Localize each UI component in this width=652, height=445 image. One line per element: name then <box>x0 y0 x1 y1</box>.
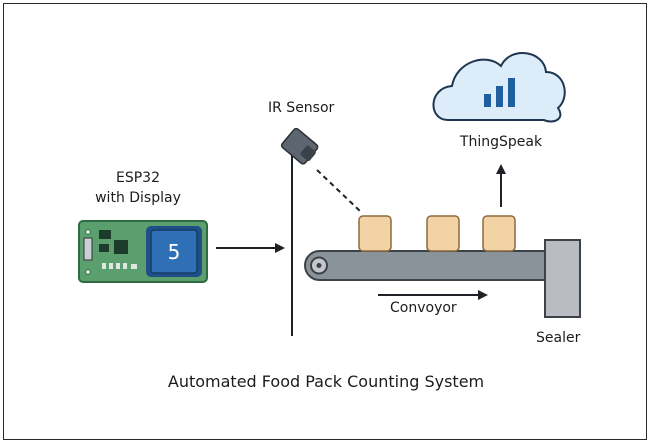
esp32-display-value: 5 <box>167 240 181 264</box>
sensor-beam <box>316 169 362 213</box>
diagram-caption: Automated Food Pack Counting System <box>167 372 485 391</box>
esp32-label-line2: with Display <box>95 190 181 206</box>
esp32-label-line1: ESP32 <box>116 170 160 186</box>
food-pack-3 <box>482 215 516 252</box>
sealer-block <box>544 239 581 318</box>
ir-sensor <box>280 127 319 165</box>
conveyor-belt <box>304 250 562 281</box>
conveyor-label: Convoyor <box>390 300 457 316</box>
chart-bar-2 <box>496 86 503 107</box>
thingspeak-label: ThingSpeak <box>459 134 543 150</box>
food-pack-1 <box>358 215 392 252</box>
esp32-label: ESP32 with Display <box>86 168 190 208</box>
sealer-label: Sealer <box>536 330 581 346</box>
diagram-frame <box>3 3 647 440</box>
chart-bar-3 <box>508 78 515 107</box>
chart-bar-1 <box>484 94 491 107</box>
ir-sensor-label: IR Sensor <box>268 100 335 116</box>
esp32-board <box>78 220 208 283</box>
cloud-icon <box>432 52 566 123</box>
food-pack-2 <box>426 215 460 252</box>
